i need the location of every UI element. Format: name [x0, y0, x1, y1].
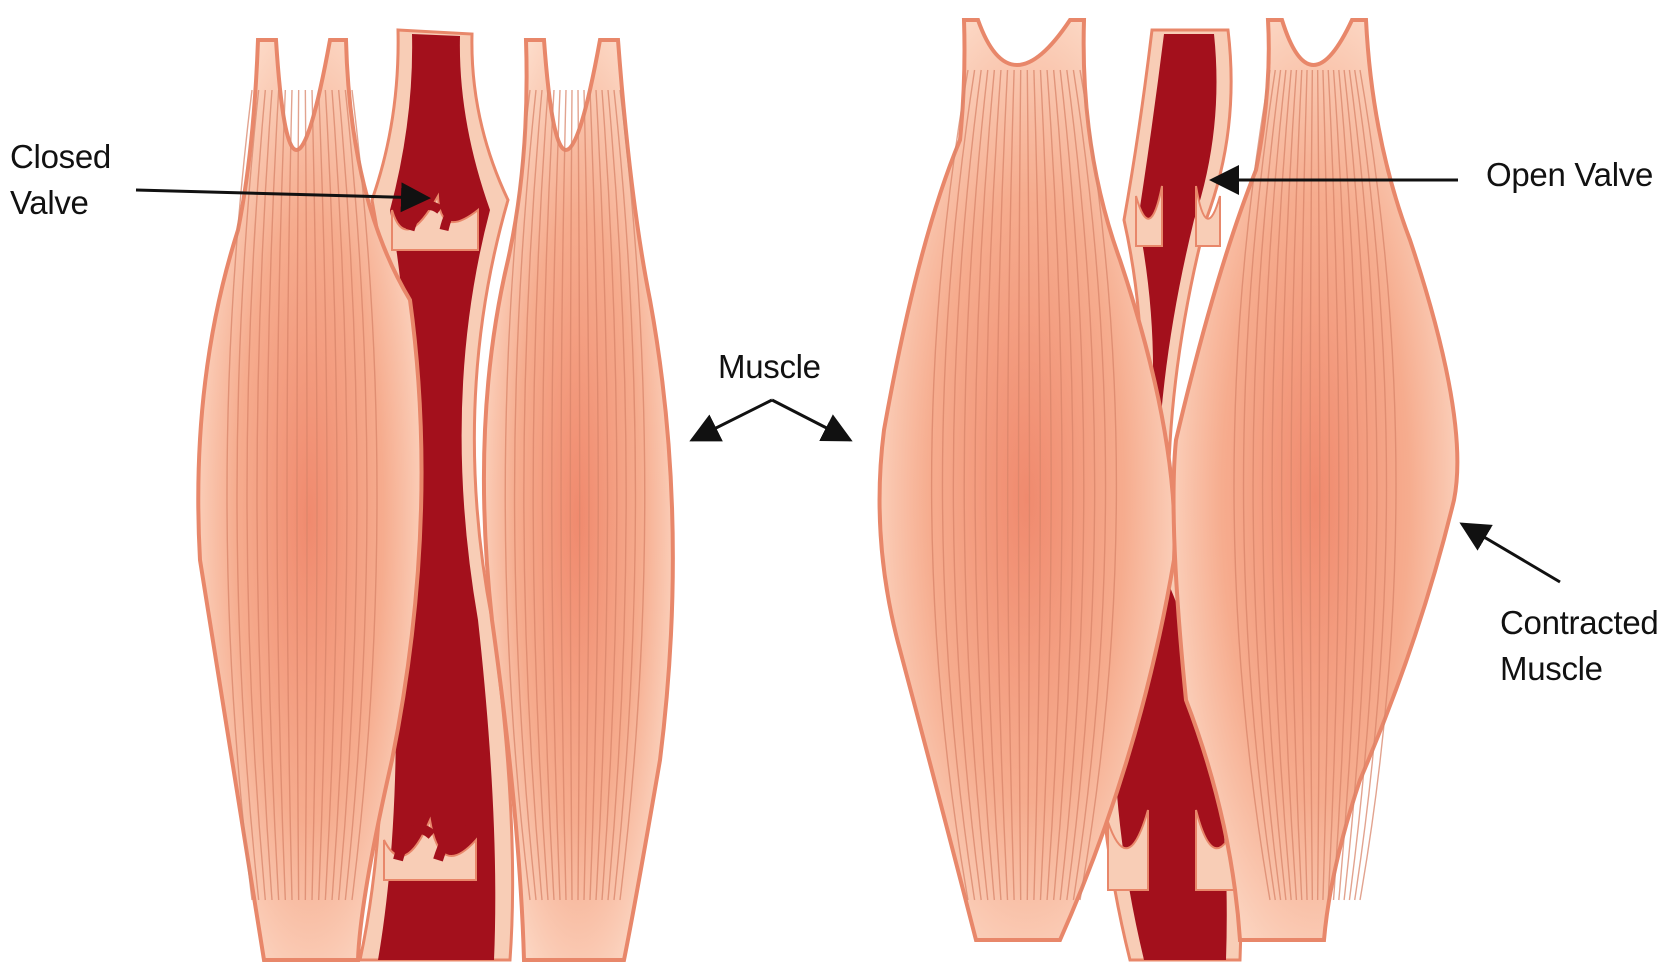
open-valve-label: Open Valve	[1486, 152, 1653, 198]
muscle-arrow-right	[772, 400, 850, 440]
contracted-muscle-label: Contracted Muscle	[1500, 600, 1658, 692]
closed-valve-label-line1: Closed	[10, 134, 111, 180]
muscle-label: Muscle	[718, 344, 821, 390]
muscle-label-text: Muscle	[718, 344, 821, 390]
open-valve-label-text: Open Valve	[1486, 152, 1653, 198]
contracted-muscle-label-line1: Contracted	[1500, 600, 1658, 646]
contracted-muscle-label-line2: Muscle	[1500, 646, 1658, 692]
closed-valve-label: Closed Valve	[10, 134, 111, 226]
muscle-arrow-left	[692, 400, 772, 440]
closed-valve-label-line2: Valve	[10, 180, 111, 226]
contracted-group	[880, 20, 1458, 960]
relaxed-group	[198, 30, 673, 960]
contracted-muscle-arrow	[1462, 524, 1560, 582]
